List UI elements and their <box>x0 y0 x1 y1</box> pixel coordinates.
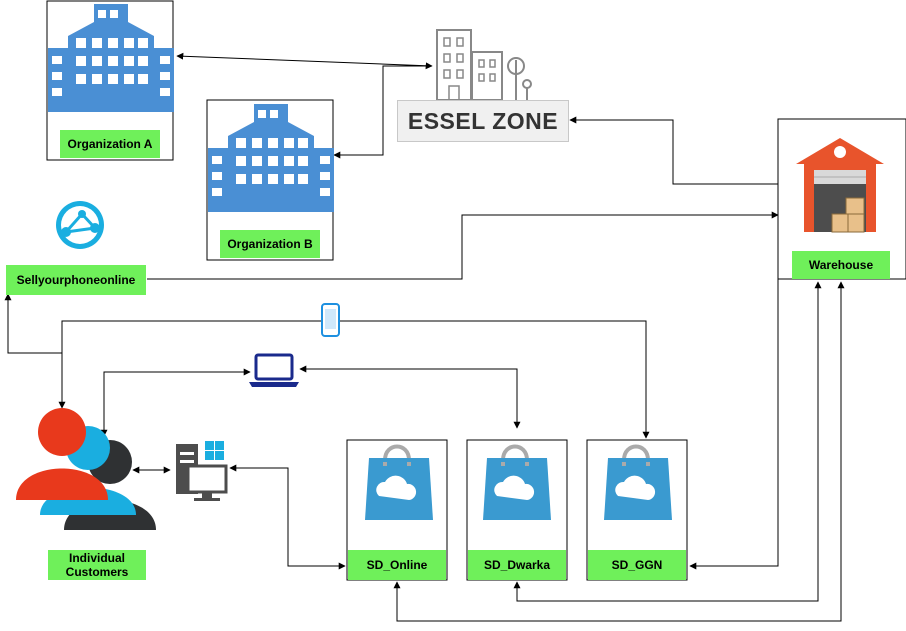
edge-warehouse-online <box>393 281 845 622</box>
edge-laptop-customers <box>100 368 251 437</box>
edge-sellyourphone-warehouse <box>147 211 779 280</box>
warehouse-icon <box>796 138 884 233</box>
edge-laptop-dwarka <box>299 365 521 429</box>
windows-logo-icon <box>205 441 224 460</box>
sd-dwarka-label: SD_Dwarka <box>468 550 566 580</box>
edge-customers-sellyourphone <box>4 293 62 354</box>
individual-customers-label: Individual Customers <box>48 550 146 580</box>
connectors <box>4 52 845 622</box>
sd-ggn-label: SD_GGN <box>588 550 686 580</box>
essel-zone-label: ESSEL ZONE <box>397 100 569 142</box>
building-icon <box>48 4 174 112</box>
building-icon <box>208 104 334 212</box>
organization-a-label: Organization A <box>60 130 160 158</box>
mobile-icon <box>321 303 340 337</box>
warehouse-box <box>777 118 906 280</box>
laptop-icon <box>249 353 299 387</box>
edge-mobile <box>58 320 650 439</box>
city-icon <box>436 29 532 101</box>
edge-desktop-online <box>229 464 346 570</box>
shopping-bag-icon <box>483 444 551 520</box>
sd-online-label: SD_Online <box>348 550 446 580</box>
edge-warehouse-essel <box>569 116 778 185</box>
shopping-bag-icon <box>365 444 433 520</box>
organization-b-label: Organization B <box>220 230 320 258</box>
edge-orga-essel <box>176 52 433 70</box>
users-icon <box>16 408 156 530</box>
shopping-bag-icon <box>604 444 672 520</box>
edge-warehouse-ggn <box>689 240 779 570</box>
edge-orgb-essel <box>333 65 432 159</box>
warehouse-label: Warehouse <box>792 251 890 279</box>
desktop-icon <box>176 441 228 501</box>
globe-network-icon <box>56 201 104 249</box>
sellyourphoneonline-label: Sellyourphoneonline <box>6 265 146 295</box>
